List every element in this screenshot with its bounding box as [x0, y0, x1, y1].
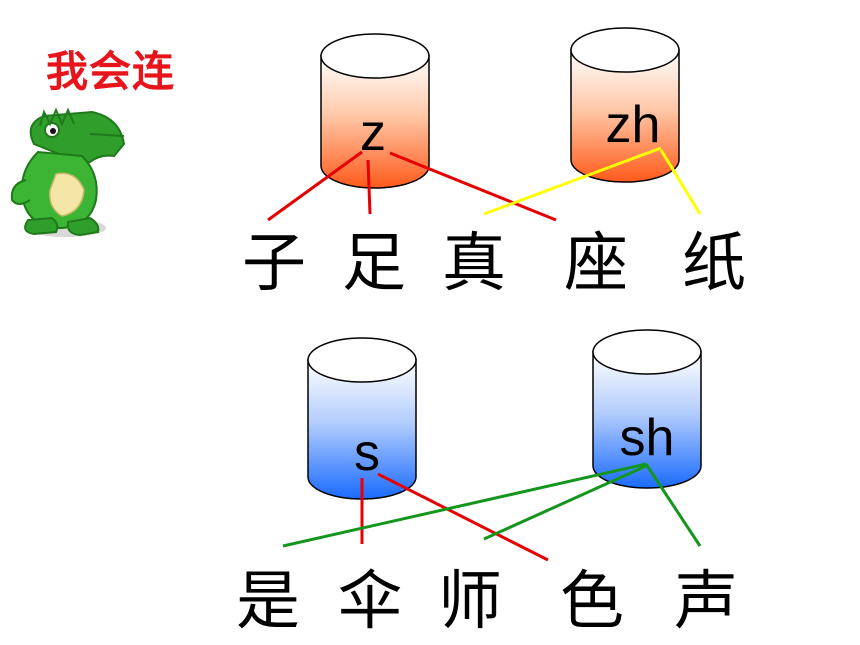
cylinder-s: s	[307, 337, 417, 500]
character-zi[interactable]: 子	[242, 227, 306, 301]
character-shi[interactable]: 是	[236, 565, 300, 639]
link-sh-shi	[282, 462, 647, 548]
syllable-zh: zh	[606, 96, 661, 154]
character-zhen[interactable]: 真	[442, 227, 506, 301]
link-z-zu	[366, 159, 372, 215]
link-z-zi	[267, 150, 363, 222]
character-zuo[interactable]: 座	[564, 227, 628, 301]
link-sh-shi2	[483, 464, 647, 541]
link-zh-zhen	[483, 146, 662, 216]
cylinder-sh: sh	[592, 329, 702, 489]
character-zhi[interactable]: 纸	[682, 227, 746, 301]
cylinder-zh: zh	[570, 27, 680, 183]
syllable-z: z	[360, 104, 386, 162]
link-sh-sheng	[644, 463, 702, 547]
character-zu[interactable]: 足	[342, 227, 406, 301]
page-title: 我会连	[46, 47, 176, 96]
character-shi2[interactable]: 师	[438, 565, 502, 639]
cylinder-z: z	[320, 33, 430, 189]
green-crocodile-icon	[10, 107, 126, 237]
link-z-zuo	[389, 151, 557, 222]
link-s-se	[377, 472, 549, 562]
character-sheng[interactable]: 声	[674, 565, 738, 639]
syllable-s: s	[354, 424, 380, 482]
character-se[interactable]: 色	[560, 565, 624, 639]
syllable-sh: sh	[620, 409, 675, 467]
character-san[interactable]: 伞	[338, 565, 402, 639]
link-zh-zhi	[659, 149, 702, 215]
